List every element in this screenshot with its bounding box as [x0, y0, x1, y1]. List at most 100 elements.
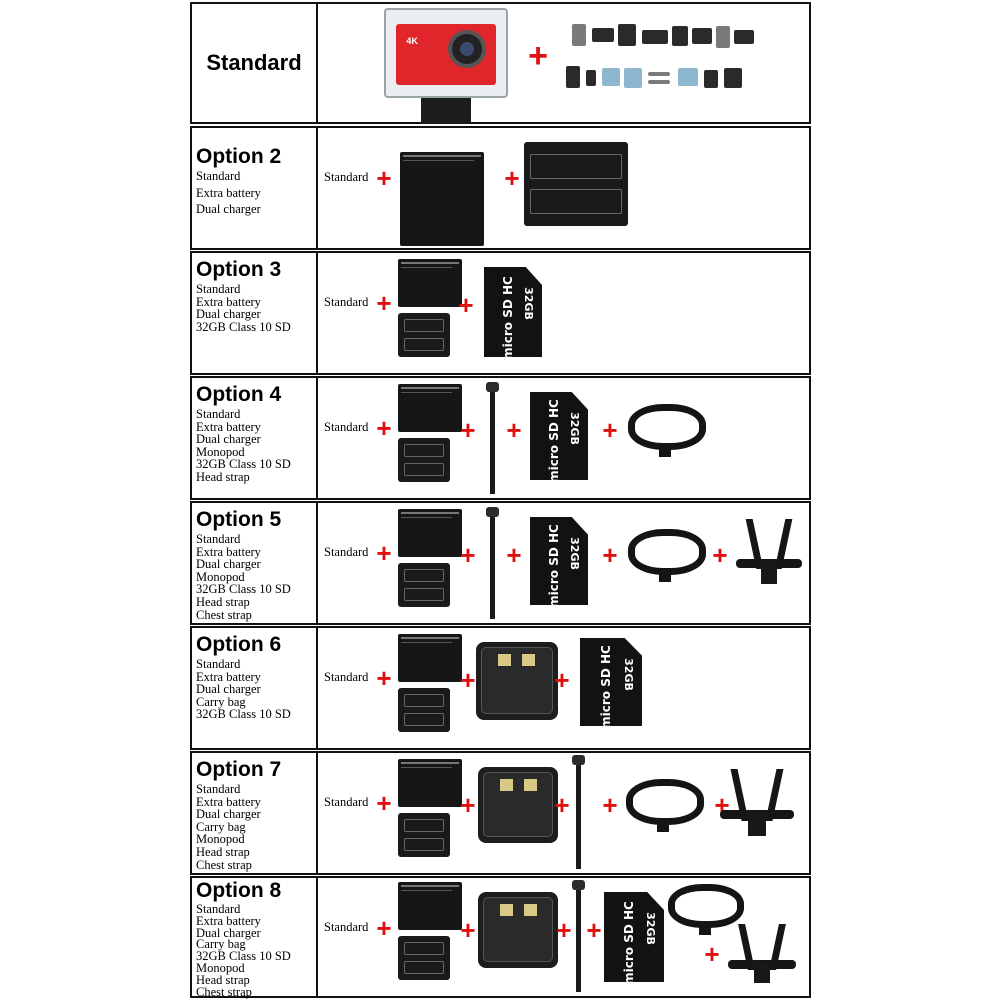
standard-label: Standard	[324, 420, 369, 434]
sd-card-icon: micro SD HC 32GB	[604, 892, 664, 982]
standard-label: Standard	[324, 170, 369, 184]
plus-sign: +	[460, 540, 476, 570]
sd-card-icon: micro SD HC 32GB	[484, 267, 542, 357]
list-item: Extra battery	[196, 913, 261, 928]
sd-card-brand: micro SD HC	[500, 276, 515, 360]
list-item: Monopod	[196, 832, 245, 847]
action-camera-icon: 4K	[384, 8, 508, 124]
plus-sign: +	[554, 665, 570, 695]
option-row: Option 5 Standard Extra battery Dual cha…	[190, 501, 811, 625]
dual-charger-icon	[398, 813, 450, 857]
sd-card-brand: micro SD HC	[546, 524, 561, 608]
sd-card-brand: micro SD HC	[546, 399, 561, 483]
carry-bag-icon	[476, 642, 558, 720]
head-strap-icon	[628, 529, 706, 582]
list-item: Carry bag	[196, 937, 246, 952]
list-item: 32GB Class 10 SD	[196, 949, 291, 964]
monopod-icon	[572, 755, 585, 869]
list-item: Head strap	[196, 844, 250, 859]
plus-sign: +	[602, 790, 618, 820]
standard-label: Standard	[324, 295, 369, 309]
option-row: Option 8 Standard Extra battery Dual cha…	[190, 876, 811, 998]
list-item: Carry bag	[196, 819, 246, 834]
carry-bag-icon	[478, 892, 558, 968]
list-item: 32GB Class 10 SD	[196, 582, 291, 597]
list-item: Standard	[196, 282, 241, 296]
sd-card-brand: micro SD HC	[621, 901, 636, 985]
dual-charger-icon	[398, 688, 450, 732]
option-contents: Standard + + + + +	[318, 753, 809, 873]
mount-accessories-icon	[562, 22, 762, 104]
battery-icon	[400, 152, 484, 246]
list-item: Dual charger	[196, 557, 261, 572]
standard-contents: 4K +	[318, 4, 809, 124]
battery-icon	[398, 759, 462, 807]
plus-sign: +	[458, 290, 474, 320]
dual-charger-icon	[398, 936, 450, 980]
option-items-list: Standard Extra battery Dual charger Mono…	[196, 533, 316, 621]
list-item: Chest strap	[196, 857, 252, 872]
list-item: Chest strap	[196, 607, 252, 622]
list-item: Dual charger	[196, 202, 261, 217]
plus-sign: +	[554, 790, 570, 820]
list-item: Standard	[196, 902, 241, 916]
head-strap-icon	[626, 779, 704, 832]
plus-sign: +	[712, 540, 728, 570]
plus-sign: +	[376, 163, 392, 193]
list-item: Extra battery	[196, 544, 261, 559]
standard-label: Standard	[324, 920, 369, 934]
sd-card-capacity: 32GB	[643, 912, 657, 945]
option-title: Option 5	[196, 508, 282, 531]
sd-card-icon: micro SD HC 32GB	[580, 638, 642, 726]
sd-card-capacity: 32GB	[567, 537, 581, 570]
battery-icon	[398, 882, 462, 930]
option-items-cell: Option 3 Standard Extra battery Dual cha…	[192, 253, 318, 373]
camera-badge: 4K	[406, 35, 418, 46]
dual-charger-icon	[398, 563, 450, 607]
list-item: Dual charger	[196, 432, 261, 447]
option-contents: Standard + + + micro SD HC 32GB +	[318, 378, 809, 498]
option-row: Option 7 Standard Extra battery Dual cha…	[190, 751, 811, 875]
standard-title-cell: Standard	[192, 4, 318, 122]
plus-sign: +	[506, 540, 522, 570]
plus-sign: +	[376, 538, 392, 568]
list-item: Dual charger	[196, 925, 261, 940]
list-item: Head strap	[196, 594, 250, 609]
plus-sign: +	[460, 665, 476, 695]
list-item: Extra battery	[196, 794, 261, 809]
list-item: Extra battery	[196, 669, 261, 684]
list-item: Carry bag	[196, 694, 246, 709]
list-item: Chest strap	[196, 984, 252, 999]
battery-icon	[398, 634, 462, 682]
plus-sign: +	[602, 415, 618, 445]
sd-card-brand: micro SD HC	[598, 645, 613, 729]
list-item: Monopod	[196, 569, 245, 584]
monopod-icon	[572, 880, 585, 992]
option-items-list: Standard Extra battery Dual charger 32GB…	[196, 283, 316, 333]
carry-bag-icon	[478, 767, 558, 843]
plus-sign: +	[376, 288, 392, 318]
option-contents: Standard + + micro SD HC 32GB	[318, 253, 809, 373]
plus-sign: +	[586, 915, 602, 945]
standard-label: Standard	[324, 545, 369, 559]
chest-strap-icon	[736, 519, 802, 591]
plus-sign: +	[376, 663, 392, 693]
battery-icon	[398, 259, 462, 307]
standard-row: Standard 4K +	[190, 2, 811, 124]
standard-label: Standard	[324, 795, 369, 809]
option-row: Option 6 Standard Extra battery Dual cha…	[190, 626, 811, 750]
list-item: Standard	[196, 657, 241, 671]
option-items-list: Standard Extra battery Dual charger Carr…	[196, 658, 316, 721]
plus-sign: +	[556, 915, 572, 945]
list-item: Extra battery	[196, 294, 261, 309]
chest-strap-icon	[720, 769, 794, 843]
chest-strap-icon	[728, 924, 796, 990]
list-item: Dual charger	[196, 807, 261, 822]
standard-label: Standard	[324, 670, 369, 684]
option-contents: Standard + + + + micro SD HC 32GB +	[318, 878, 809, 996]
option-items-cell: Option 5 Standard Extra battery Dual cha…	[192, 503, 318, 623]
sd-card-icon: micro SD HC 32GB	[530, 517, 588, 605]
list-item: 32GB Class 10 SD	[196, 457, 291, 472]
plus-sign: +	[376, 913, 392, 943]
option-title: Option 6	[196, 633, 282, 656]
